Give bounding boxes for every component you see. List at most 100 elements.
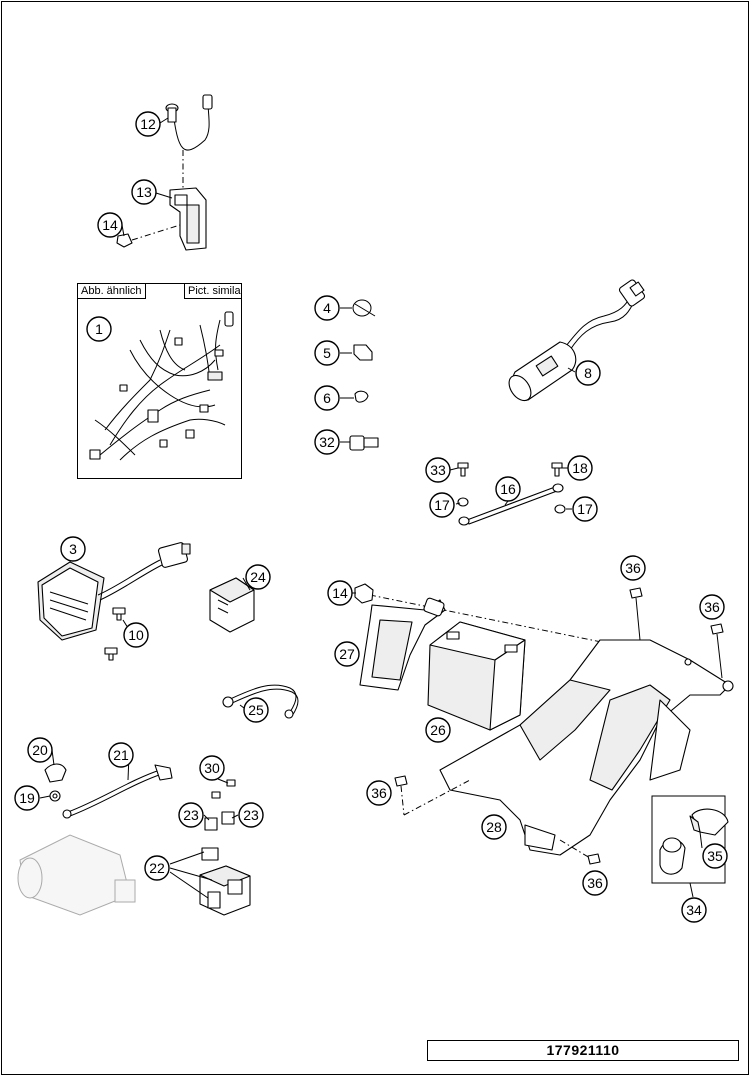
callout-17-right-text: 17 bbox=[577, 501, 593, 517]
callout-27: 27 bbox=[334, 641, 360, 667]
callout-34: 34 bbox=[681, 897, 707, 923]
callout-14-top: 14 bbox=[97, 212, 123, 238]
callout-36-right: 36 bbox=[699, 594, 725, 620]
callout-4-text: 4 bbox=[323, 300, 331, 316]
inset-label-similar-de: Abb. ähnlich bbox=[78, 284, 146, 299]
part-13-bracket bbox=[169, 187, 207, 251]
part-1-wiring-harness bbox=[89, 311, 234, 461]
part-32-connector bbox=[349, 435, 379, 451]
part-26-battery bbox=[427, 621, 526, 731]
part-8-capacitor bbox=[508, 279, 646, 402]
callout-17-right: 17 bbox=[572, 496, 598, 522]
part-27-battery-holder bbox=[359, 597, 446, 691]
drawing-number: 177921110 bbox=[427, 1040, 739, 1061]
callout-13: 13 bbox=[131, 179, 157, 205]
part-19-nut bbox=[49, 790, 61, 802]
callout-13-text: 13 bbox=[136, 184, 152, 200]
part-14-nut bbox=[354, 583, 374, 604]
inset-34 bbox=[651, 795, 726, 884]
callout-33-text: 33 bbox=[430, 462, 446, 478]
callout-6-text: 6 bbox=[323, 390, 331, 406]
callout-23-right: 23 bbox=[238, 802, 264, 828]
callout-12-text: 12 bbox=[140, 116, 156, 132]
callout-33: 33 bbox=[425, 457, 451, 483]
callout-30: 30 bbox=[199, 755, 225, 781]
callout-5: 5 bbox=[314, 340, 340, 366]
starter-motor-ghost bbox=[17, 834, 136, 916]
callout-28: 28 bbox=[481, 814, 507, 840]
part-36-bolt-left bbox=[394, 775, 471, 816]
callout-19-text: 19 bbox=[19, 790, 35, 806]
callout-36-bottom: 36 bbox=[582, 870, 608, 896]
part-18-bolt bbox=[551, 462, 563, 477]
part-10-screw-lower bbox=[104, 647, 118, 661]
callout-27-text: 27 bbox=[339, 646, 355, 662]
callout-12: 12 bbox=[135, 111, 161, 137]
callout-17-left: 17 bbox=[429, 492, 455, 518]
harness-inset-box bbox=[77, 283, 242, 479]
callout-26-text: 26 bbox=[430, 722, 446, 738]
callout-36-top-text: 36 bbox=[625, 560, 641, 576]
callout-35: 35 bbox=[702, 843, 728, 869]
part-24-relay bbox=[209, 577, 255, 633]
callout-25: 25 bbox=[243, 697, 269, 723]
callout-23-right-text: 23 bbox=[243, 807, 259, 823]
callout-35-text: 35 bbox=[707, 848, 723, 864]
callout-36-right-text: 36 bbox=[704, 599, 720, 615]
callout-5-text: 5 bbox=[323, 345, 331, 361]
part-17-washer-left bbox=[457, 497, 469, 507]
part-14-bolt bbox=[116, 233, 133, 248]
callout-16-text: 16 bbox=[500, 481, 516, 497]
callout-36-left-text: 36 bbox=[371, 785, 387, 801]
callout-26: 26 bbox=[425, 717, 451, 743]
callout-36-left: 36 bbox=[366, 780, 392, 806]
callout-24: 24 bbox=[245, 564, 271, 590]
part-16-cable bbox=[458, 483, 564, 526]
part-36-bolt-right bbox=[710, 623, 724, 679]
callout-23-left: 23 bbox=[178, 802, 204, 828]
part-12-ignition-cable bbox=[165, 94, 213, 151]
callout-30-text: 30 bbox=[204, 760, 220, 776]
callout-18: 18 bbox=[567, 455, 593, 481]
part-36-bolt-top bbox=[629, 587, 643, 641]
callout-8: 8 bbox=[575, 360, 601, 386]
callout-25-text: 25 bbox=[248, 702, 264, 718]
part-36-bolt-bottom bbox=[559, 839, 601, 865]
callout-1: 1 bbox=[86, 316, 112, 342]
callout-17-left-text: 17 bbox=[434, 497, 450, 513]
part-20-cap bbox=[44, 763, 67, 783]
part-30-fuse-small bbox=[211, 779, 236, 799]
callout-4: 4 bbox=[314, 295, 340, 321]
callout-20: 20 bbox=[27, 737, 53, 763]
part-28-battery-compartment bbox=[439, 639, 734, 856]
part-6-clip bbox=[354, 390, 369, 403]
part-22-starter-relay bbox=[199, 847, 251, 916]
part-5-clip bbox=[353, 344, 373, 361]
part-10-screw-upper bbox=[112, 607, 126, 621]
callout-8-text: 8 bbox=[584, 365, 592, 381]
callout-1-text: 1 bbox=[95, 321, 103, 337]
callout-32-text: 32 bbox=[319, 434, 335, 450]
callout-32: 32 bbox=[314, 429, 340, 455]
callout-14-mid: 14 bbox=[327, 580, 353, 606]
callout-22: 22 bbox=[144, 855, 170, 881]
callout-36-bottom-text: 36 bbox=[587, 875, 603, 891]
callout-34-text: 34 bbox=[686, 902, 702, 918]
callout-16: 16 bbox=[495, 476, 521, 502]
part-3-voltage-regulator bbox=[37, 542, 191, 641]
part-33-bolt bbox=[457, 462, 469, 477]
callout-10-text: 10 bbox=[128, 627, 144, 643]
part-4-cable-tie bbox=[352, 299, 376, 317]
callout-3-text: 3 bbox=[69, 541, 77, 557]
part-34-boot bbox=[659, 837, 686, 875]
inset-label-similar-en: Pict. similar bbox=[184, 284, 241, 299]
callout-14-mid-text: 14 bbox=[332, 585, 348, 601]
leader-lines bbox=[39, 117, 703, 899]
callout-23-left-text: 23 bbox=[183, 807, 199, 823]
part-21-starter-cable bbox=[62, 764, 173, 819]
callout-10: 10 bbox=[123, 622, 149, 648]
callout-24-text: 24 bbox=[250, 569, 266, 585]
part-25-cable bbox=[222, 684, 299, 719]
callout-36-top: 36 bbox=[620, 555, 646, 581]
